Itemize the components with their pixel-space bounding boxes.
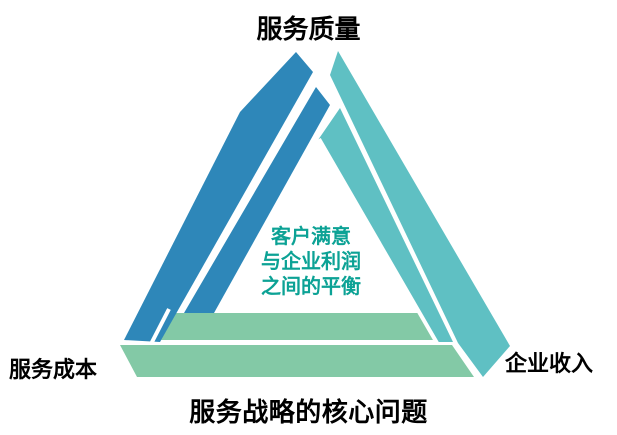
bottom-green-bar-upper (150, 313, 436, 340)
bottom-green-bar-lower (120, 345, 474, 377)
center-text-line-2: 与企业利润 (261, 251, 361, 273)
center-text-line-1: 客户满意 (271, 226, 351, 248)
center-text-line-3: 之间的平衡 (261, 276, 361, 298)
right-teal-bar-outer (330, 51, 510, 377)
left-blue-bar-inner (184, 87, 330, 313)
label-service-cost: 服务成本 (9, 357, 98, 382)
gap-line-blue-green (149, 308, 171, 345)
left-blue-bar-outer (124, 52, 313, 342)
label-service-quality: 服务质量 (256, 14, 361, 44)
caption-core-issue: 服务战略的核心问题 (189, 397, 428, 427)
center-text: 客户满意 与企业利润 之间的平衡 (0, 225, 617, 300)
label-enterprise-revenue: 企业收入 (505, 351, 594, 376)
right-teal-bar-inner (318, 108, 453, 342)
gap-line-teal-green (317, 137, 439, 345)
